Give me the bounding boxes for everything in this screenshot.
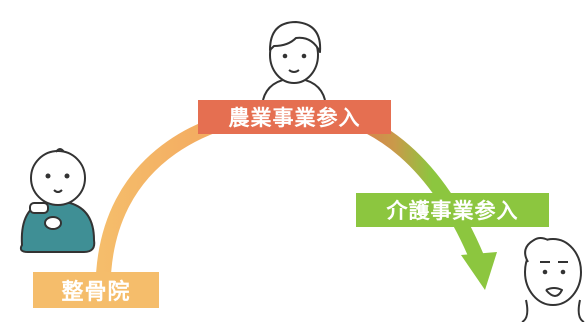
label-seikotsuin: 整骨院 [33,272,159,308]
adult-man-icon [262,21,326,101]
label-care-entry: 介護事業参入 [356,193,549,227]
elderly-man-icon [521,237,585,322]
arrow-head [461,252,497,290]
baby-icon [19,148,96,253]
label-agriculture-entry: 農業事業参入 [198,100,391,134]
